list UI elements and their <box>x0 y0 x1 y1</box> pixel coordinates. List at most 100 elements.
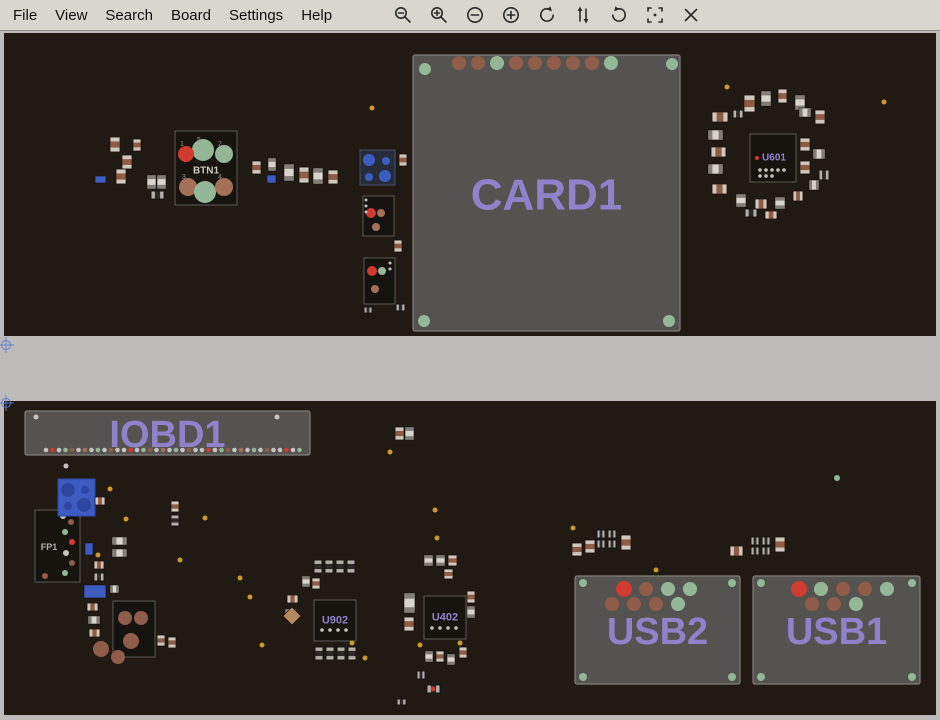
passive-component[interactable] <box>424 555 433 566</box>
passive-component[interactable] <box>157 175 166 189</box>
passive-component[interactable] <box>116 169 126 184</box>
passive-component[interactable] <box>751 537 759 545</box>
passive-component[interactable] <box>815 110 825 124</box>
passive-component[interactable] <box>171 501 179 512</box>
menu-item-file[interactable]: File <box>4 3 46 28</box>
flip-vertical-icon[interactable] <box>571 4 594 27</box>
passive-component[interactable] <box>572 543 582 556</box>
passive-component[interactable] <box>712 184 727 194</box>
passive-component[interactable] <box>459 647 467 658</box>
passive-component[interactable] <box>444 569 453 579</box>
passive-component[interactable] <box>436 555 445 566</box>
passive-component[interactable] <box>730 546 743 556</box>
passive-component[interactable] <box>813 149 825 159</box>
passive-component[interactable] <box>85 543 93 555</box>
passive-component[interactable] <box>94 561 104 569</box>
component-IOBD1[interactable]: IOBD1 <box>25 411 310 456</box>
rotate-ccw-icon[interactable] <box>535 4 558 27</box>
component-BTN1[interactable]: 51234BTN1 <box>175 131 237 205</box>
passive-component[interactable] <box>122 155 132 169</box>
passive-component[interactable] <box>711 147 726 157</box>
plus-circle-icon[interactable] <box>499 4 522 27</box>
passive-component[interactable] <box>712 112 728 122</box>
passive-component[interactable] <box>736 194 746 207</box>
passive-component[interactable] <box>755 199 767 209</box>
passive-component[interactable] <box>94 573 104 581</box>
passive-component[interactable] <box>299 167 309 183</box>
passive-component[interactable] <box>326 647 334 660</box>
passive-component[interactable] <box>608 530 616 538</box>
component-U902[interactable]: U902 <box>314 600 356 641</box>
passive-component[interactable] <box>597 530 605 538</box>
passive-component[interactable] <box>95 176 106 183</box>
passive-component[interactable] <box>751 547 759 555</box>
component-ic-mid-a[interactable] <box>363 196 394 236</box>
passive-component[interactable] <box>417 671 425 679</box>
passive-component[interactable] <box>364 307 372 313</box>
passive-component[interactable] <box>284 164 294 181</box>
passive-component[interactable] <box>399 154 407 166</box>
minus-circle-icon[interactable] <box>463 4 486 27</box>
component-ic-mid-b[interactable] <box>364 258 395 304</box>
passive-component[interactable] <box>112 549 127 557</box>
component-CARD1[interactable]: CARD1 <box>413 55 680 331</box>
passive-component[interactable] <box>405 427 414 440</box>
passive-component[interactable] <box>819 170 829 180</box>
passive-component[interactable] <box>425 651 433 662</box>
component-U402[interactable]: U402 <box>424 596 466 639</box>
passive-component[interactable] <box>467 606 475 618</box>
passive-component[interactable] <box>314 560 322 573</box>
passive-component[interactable] <box>809 180 819 190</box>
passive-component[interactable] <box>585 540 595 553</box>
passive-component[interactable] <box>396 304 405 311</box>
passive-component[interactable] <box>800 161 810 174</box>
passive-component[interactable] <box>112 537 127 545</box>
passive-component[interactable] <box>765 211 777 219</box>
passive-component[interactable] <box>252 161 261 174</box>
component-ic-bottom-left[interactable] <box>113 601 155 657</box>
passive-component[interactable] <box>745 209 757 217</box>
close-icon[interactable] <box>679 4 702 27</box>
passive-component[interactable] <box>110 585 119 593</box>
passive-component[interactable] <box>337 647 345 660</box>
passive-component[interactable] <box>762 537 770 545</box>
passive-component[interactable] <box>394 240 402 252</box>
passive-component[interactable] <box>110 137 120 152</box>
menu-item-settings[interactable]: Settings <box>220 3 292 28</box>
component-blue-ic-top[interactable] <box>360 150 395 185</box>
passive-component[interactable] <box>448 555 457 566</box>
passive-component[interactable] <box>744 95 755 112</box>
passive-component[interactable] <box>287 595 298 603</box>
passive-component[interactable] <box>328 170 338 184</box>
passive-component[interactable] <box>608 540 616 548</box>
passive-component[interactable] <box>348 647 356 660</box>
passive-component[interactable] <box>762 547 770 555</box>
passive-component[interactable] <box>268 158 276 171</box>
passive-component[interactable] <box>313 168 323 184</box>
center-view-icon[interactable] <box>643 4 666 27</box>
zoom-out-icon[interactable] <box>391 4 414 27</box>
passive-component[interactable] <box>133 139 141 151</box>
passive-component[interactable] <box>95 497 105 505</box>
passive-component[interactable] <box>708 164 723 174</box>
passive-component[interactable] <box>171 515 179 526</box>
passive-component[interactable] <box>89 629 100 637</box>
passive-component[interactable] <box>733 110 743 118</box>
rotate-cw-icon[interactable] <box>607 4 630 27</box>
passive-component[interactable] <box>336 560 344 573</box>
passive-component[interactable] <box>312 578 320 589</box>
passive-component[interactable] <box>467 591 475 603</box>
passive-component[interactable] <box>302 576 310 587</box>
passive-component[interactable] <box>88 616 100 624</box>
passive-component[interactable] <box>267 175 276 183</box>
passive-component[interactable] <box>147 175 156 189</box>
component-blue-ic-bottom[interactable] <box>58 479 95 516</box>
passive-component[interactable] <box>708 130 723 140</box>
passive-component[interactable] <box>395 427 404 440</box>
menu-item-board[interactable]: Board <box>162 3 220 28</box>
passive-component[interactable] <box>775 537 785 552</box>
passive-component[interactable] <box>84 585 106 598</box>
passive-component[interactable] <box>621 535 631 550</box>
passive-component[interactable] <box>168 637 176 648</box>
